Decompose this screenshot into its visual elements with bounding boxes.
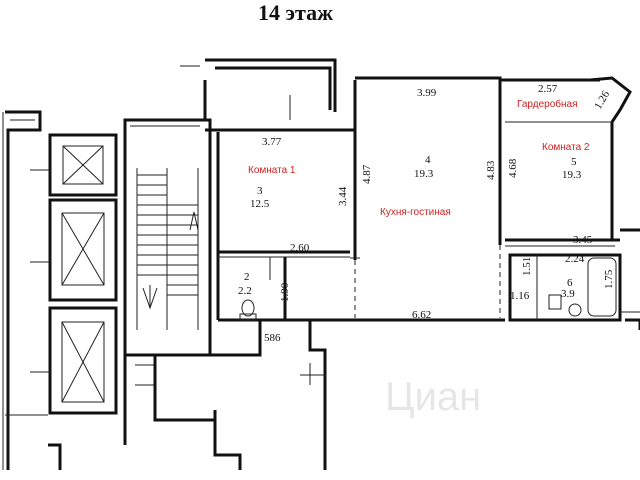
room2-number: 5 [571,156,577,168]
left-building-walls [2,110,62,470]
dim-wc-side: 1.90 [279,282,291,302]
kitchen-name: Кухня-гостиная [380,207,451,218]
wc-area: 2.2 [238,285,252,297]
dim-bath-side: 1.75 [603,269,615,289]
elevator-shafts [30,133,118,415]
kitchen-number: 4 [425,154,431,166]
apartment-walls [135,58,640,470]
dim-wardrobe-side: 1.26 [592,88,612,111]
dim-bath-left: 1.51 [521,257,533,276]
watermark: Циан [385,375,481,419]
dim-kitchen-top: 3.99 [417,87,437,99]
dim-kitchen-bottom: 6.62 [412,309,431,321]
room2-area: 19.3 [562,169,582,181]
wc-number: 2 [244,271,250,283]
dim-room2-bottom: 3.45 [573,234,593,246]
wardrobe-name: Гардеробная [517,98,578,110]
dim-room2-left: 4.68 [507,158,519,178]
dim-bath-top: 2.24 [565,253,585,265]
bath-area: 3.9 [561,288,575,300]
room1-area: 12.5 [250,198,270,210]
stairwell [123,80,212,445]
dim-room1-side: 3.44 [337,186,349,206]
dim-kitchen-right: 4.83 [485,160,497,180]
room1-name: Комната 1 [248,165,296,176]
dim-kitchen-left: 4.87 [361,164,373,184]
bath-number: 6 [567,277,573,289]
page-title: 14 этаж [258,0,333,25]
dim-bath-bottom: 1.16 [510,290,530,302]
dim-corridor-bottom: 586 [264,332,281,344]
room1-number: 3 [257,185,263,197]
kitchen-area: 19.3 [414,168,434,180]
room2-name: Комната 2 [542,142,590,153]
dim-room1-top: 3.77 [262,136,282,148]
dim-room2-top: 2.57 [538,83,558,95]
dim-room1-bottom: 2.60 [290,242,310,254]
